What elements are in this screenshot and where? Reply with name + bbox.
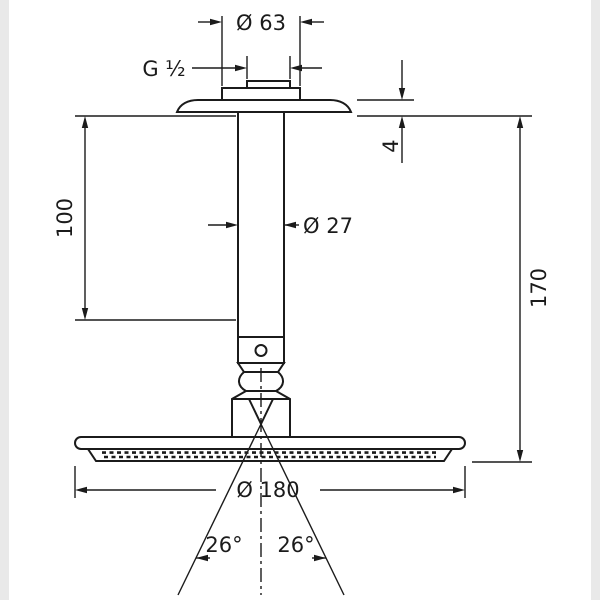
label-thread-size: G ½ [142,57,185,81]
spray-line-left [177,423,262,596]
dim-thread-arrow-right [290,64,302,72]
dimension-labels: Ø 63 G ½ 4 Ø 27 100 170 Ø 180 26° 26° [53,11,551,557]
dim-head-diameter-arrow-right [453,486,465,494]
label-head-diameter: Ø 180 [236,478,299,502]
label-pipe-diameter: Ø 27 [303,214,353,238]
dim-height-arrow-bottom [516,450,524,462]
dim-pipe-diameter-arrow-left [226,221,238,229]
dim-flange-arrow-top [398,88,406,100]
dim-spray-angle-arrow-left [196,554,208,562]
dim-top-diameter-arrow-right [300,18,312,26]
label-flange-thickness: 4 [379,139,403,152]
dim-head-diameter-arrow-left [75,486,87,494]
spray-line-right [260,423,345,596]
pivot-hole [254,344,268,357]
dim-arm-length-arrow-top [81,116,89,128]
linework [74,16,532,596]
dim-flange-arrow-bottom [398,116,406,128]
dim-spray-angle-arrow-right [314,554,326,562]
right-edge-bar [591,0,600,600]
label-arm-length: 100 [53,198,77,238]
left-edge-bar [0,0,9,600]
label-spray-angle-right: 26° [277,533,314,557]
spray-face [86,448,454,462]
label-overall-height: 170 [527,268,551,308]
label-spray-angle-left: 26° [205,533,242,557]
dim-pipe-diameter-arrow-right [284,221,296,229]
arrowheads [75,18,524,562]
dim-height-arrow-top [516,116,524,128]
label-top-diameter: Ø 63 [236,11,286,35]
dim-top-diameter-arrow-left [210,18,222,26]
ceiling-plate [175,99,353,113]
dim-arm-length-arrow-bottom [81,308,89,320]
dim-thread-arrow-left [235,64,247,72]
